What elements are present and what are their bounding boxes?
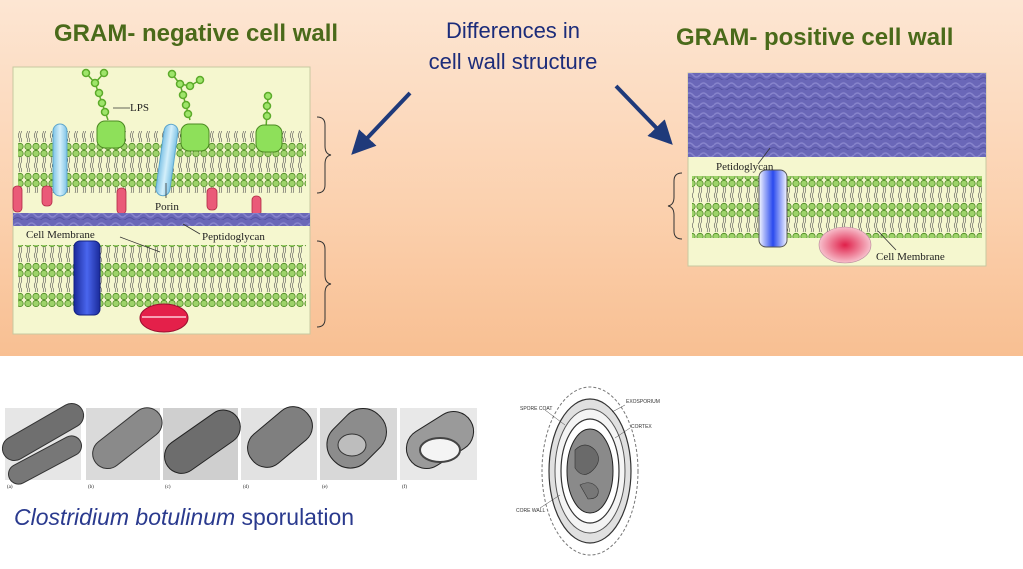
micrograph-panel-d — [241, 406, 317, 480]
positive-membrane-brace — [667, 172, 683, 240]
core-wall-label: CORE WALL — [516, 508, 545, 514]
panel-label-c: (c) — [165, 485, 171, 490]
gram-positive-title: GRAM- positive cell wall — [676, 24, 954, 51]
porin-label: Porin — [155, 201, 179, 213]
petidoglycan-label: Petidoglycan — [716, 161, 774, 173]
differences-title-line1: Differences in — [445, 18, 581, 43]
gram-positive-diagram: Petidoglycan Cell Membrane — [667, 72, 987, 267]
porin-protein — [155, 123, 179, 197]
lps-chains — [81, 68, 273, 129]
cell-membrane-label: Cell Membrane — [26, 229, 95, 241]
micrograph-panel-e — [320, 408, 397, 480]
inner-membrane-brace — [316, 240, 332, 328]
micrograph-panel-c — [163, 408, 241, 480]
exosporium-label: EXOSPORIUM — [626, 399, 660, 405]
spore-diagram: SPORE COAT EXOSPORIUM CORTEX CORE WALL — [513, 377, 670, 567]
micrograph-panel-b — [86, 407, 163, 480]
micrograph-panel-f — [400, 408, 477, 480]
sporulation-caption: Clostridium botulinum sporulation — [14, 504, 354, 531]
micrograph-panel-a — [1, 403, 85, 485]
differences-title: Differences in cell wall structure — [398, 15, 628, 77]
arrow-to-negative — [351, 91, 412, 155]
process-name: sporulation — [235, 504, 355, 530]
lps-head — [96, 120, 126, 149]
sporulation-micrographs: (a) (b) (c) (d) (e) (f) — [1, 403, 477, 490]
arrow-to-positive — [614, 84, 673, 145]
panel-label-f: (f) — [402, 485, 407, 490]
lps-head — [180, 123, 210, 152]
spore-coat-label: SPORE COAT — [520, 406, 552, 412]
thick-peptidoglycan — [688, 73, 986, 157]
lps-label: LPS — [130, 102, 149, 114]
panel-label-b: (b) — [88, 485, 94, 490]
membrane-protein-red — [818, 226, 872, 264]
outer-membrane-brace — [316, 116, 332, 194]
gram-negative-diagram: LPS Porin Cell Membrane Peptidoglycan — [12, 66, 332, 335]
membrane-protein-blue — [758, 169, 788, 248]
peptidoglycan-layer — [13, 213, 310, 226]
peptidoglycan-label: Peptidoglycan — [202, 231, 265, 243]
panel-label-a: (a) — [7, 485, 13, 490]
panel-label-d: (d) — [243, 485, 249, 490]
panel-label-e: (e) — [322, 485, 328, 490]
lps-head — [255, 124, 283, 153]
species-name: Clostridium botulinum — [14, 504, 236, 530]
membrane-protein-blue — [73, 240, 101, 316]
gram-negative-title: GRAM- negative cell wall — [54, 20, 339, 47]
inner-membrane — [18, 245, 306, 307]
cortex-label: CORTEX — [631, 424, 652, 430]
porin-protein — [52, 123, 68, 197]
differences-title-line2: cell wall structure — [428, 49, 598, 74]
positive-cell-membrane-label: Cell Membrane — [876, 251, 945, 263]
